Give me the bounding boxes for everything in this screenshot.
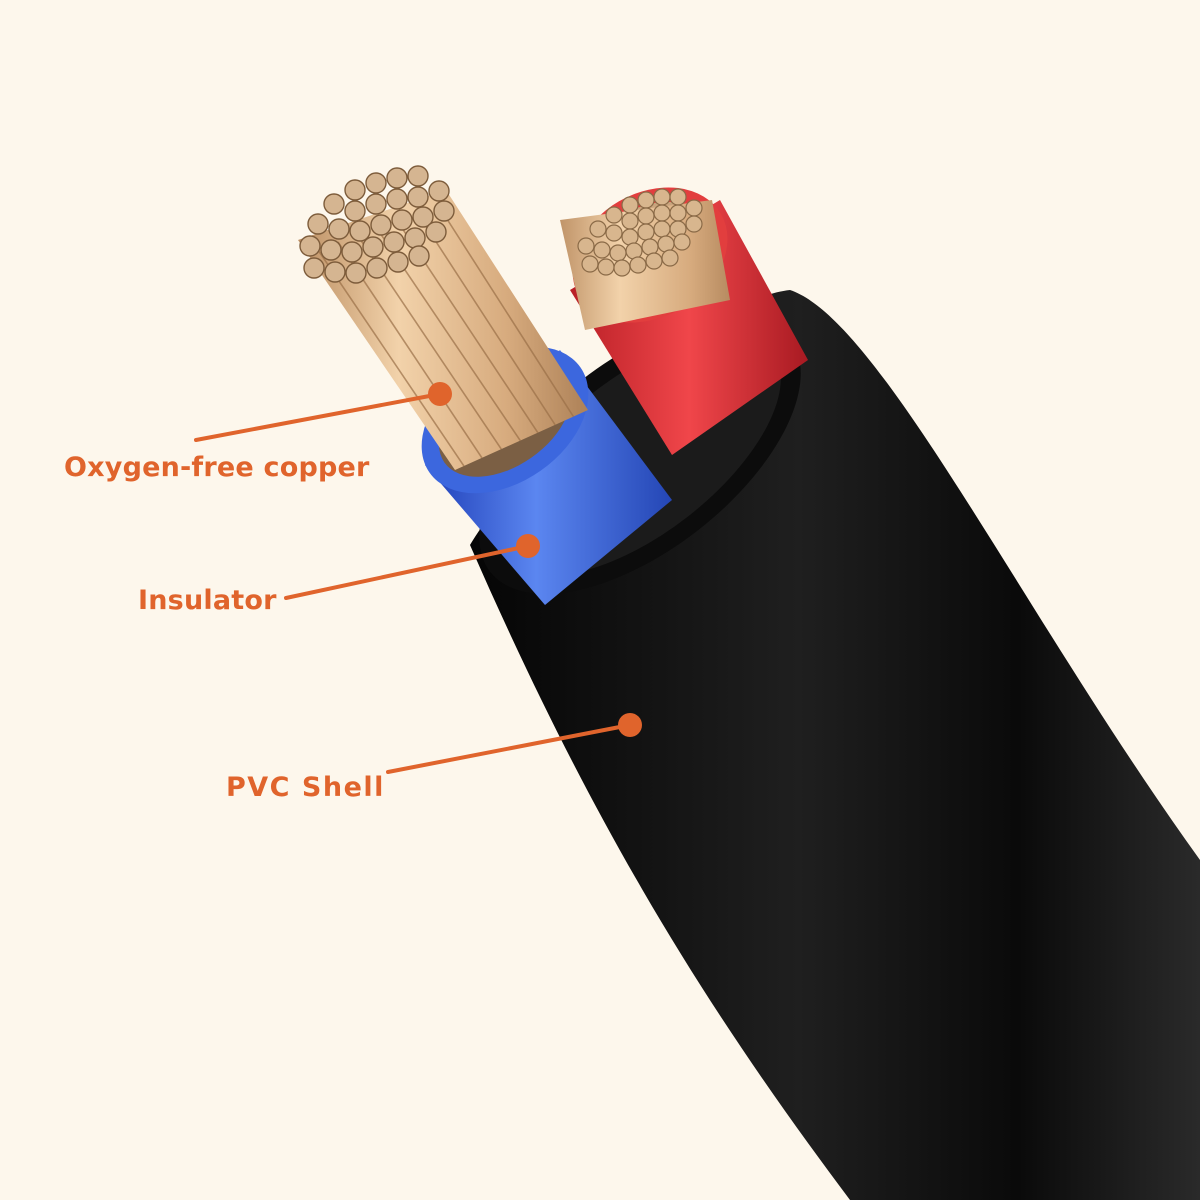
shell-callout-dot bbox=[618, 713, 642, 737]
label-insulator: Insulator bbox=[138, 585, 277, 616]
left-strand-ends bbox=[299, 165, 455, 284]
callout-lines bbox=[194, 392, 632, 774]
label-oxygen-free-copper: Oxygen-free copper bbox=[64, 452, 370, 483]
right-strand-ends bbox=[577, 188, 703, 277]
copper-callout-line bbox=[194, 392, 442, 442]
insulator-callout-dot bbox=[516, 534, 540, 558]
insulator-callout-line bbox=[284, 544, 530, 600]
red-conductor bbox=[560, 187, 808, 455]
label-pvc-shell: PVC Shell bbox=[226, 772, 385, 803]
copper-callout-dot bbox=[428, 382, 452, 406]
shell-callout-line bbox=[386, 723, 632, 774]
callout-dots bbox=[428, 382, 642, 737]
